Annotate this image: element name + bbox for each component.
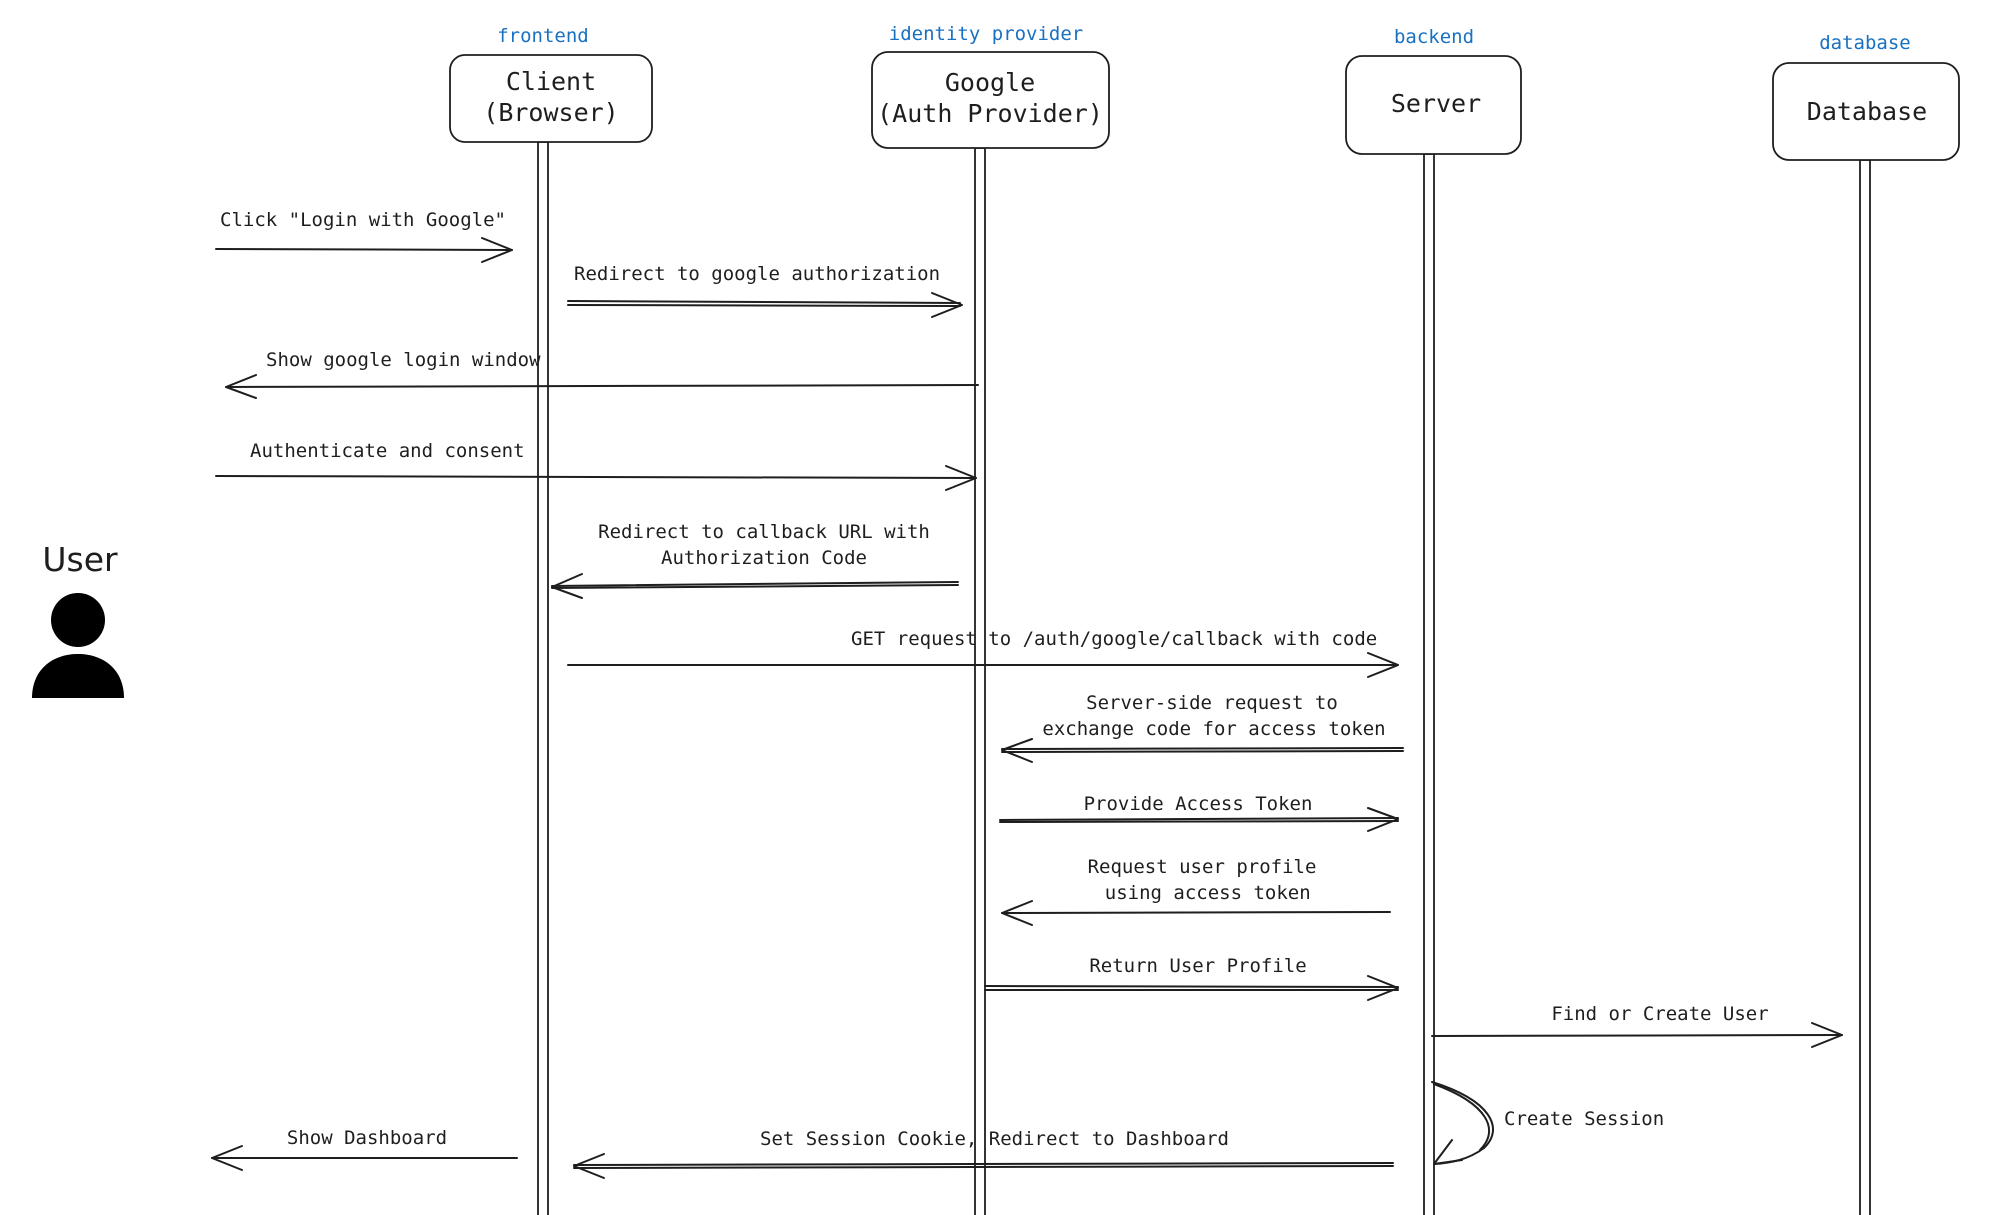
message-label: Server-side request to <box>1086 692 1338 714</box>
message-label: Authorization Code <box>661 547 867 569</box>
message-label: using access token <box>1093 882 1310 904</box>
message-label: Redirect to callback URL with <box>598 521 930 543</box>
message-label: Find or Create User <box>1551 1003 1768 1025</box>
message-label: GET request to /auth/google/callback wit… <box>851 628 1377 650</box>
message-label: Show google login window <box>266 349 541 371</box>
lifeline-server <box>1423 153 1435 1215</box>
participant-box-database <box>1772 62 1960 161</box>
message-label: Provide Access Token <box>1084 793 1313 815</box>
actor-label: User <box>42 540 118 579</box>
user-icon <box>32 593 124 698</box>
participant-role-label: backend <box>1394 26 1474 48</box>
message-label: Show Dashboard <box>287 1127 447 1149</box>
message-provide-access-token: Provide Access Token <box>999 793 1399 832</box>
participant-google: identity provider Google (Auth Provider) <box>871 23 1110 1215</box>
lifeline-database <box>1859 159 1871 1215</box>
participant-database: database Database <box>1772 32 1960 1215</box>
message-label: Redirect to google authorization <box>574 263 940 285</box>
participant-role-label: database <box>1819 32 1911 54</box>
message-set-session-cookie: Set Session Cookie, Redirect to Dashboar… <box>573 1128 1394 1179</box>
message-show-login-window: Show google login window <box>225 349 979 399</box>
participant-title: (Auth Provider) <box>877 99 1103 128</box>
message-exchange-code: Server-side request to exchange code for… <box>1001 692 1404 763</box>
participant-role-label: frontend <box>497 25 589 47</box>
message-authenticate-consent: Authenticate and consent <box>215 440 977 491</box>
message-show-dashboard: Show Dashboard <box>211 1127 518 1171</box>
lifeline-google <box>974 147 986 1215</box>
participant-title: Server <box>1391 89 1481 118</box>
message-label: Create Session <box>1504 1108 1664 1130</box>
participant-title: Google <box>945 68 1035 97</box>
participant-title: Database <box>1807 97 1927 126</box>
message-label: Return User Profile <box>1089 955 1306 977</box>
participant-box-client <box>449 54 653 143</box>
message-label: Set Session Cookie, Redirect to Dashboar… <box>760 1128 1229 1150</box>
participant-client: frontend Client (Browser) <box>449 25 653 1215</box>
participant-box-google <box>871 51 1110 149</box>
message-redirect-google-auth: Redirect to google authorization <box>567 263 963 318</box>
participant-box-server <box>1345 55 1522 155</box>
message-request-user-profile: Request user profile using access token <box>1001 856 1391 926</box>
message-label: Authenticate and consent <box>250 440 525 462</box>
message-get-callback: GET request to /auth/google/callback wit… <box>567 628 1399 678</box>
lifeline-client <box>537 141 549 1215</box>
message-label: exchange code for access token <box>1042 718 1385 740</box>
message-click-login: Click "Login with Google" <box>215 209 513 263</box>
message-label: Click "Login with Google" <box>220 209 506 231</box>
user-actor: User <box>32 540 124 698</box>
message-redirect-callback: Redirect to callback URL with Authorizat… <box>551 521 959 599</box>
participant-server: backend Server <box>1345 26 1522 1215</box>
message-create-session: Create Session <box>1431 1081 1664 1165</box>
participant-role-label: identity provider <box>889 23 1083 45</box>
message-find-or-create-user: Find or Create User <box>1431 1003 1843 1048</box>
message-return-user-profile: Return User Profile <box>984 955 1399 1001</box>
participant-title: (Browser) <box>483 98 618 127</box>
participant-title: Client <box>506 67 596 96</box>
message-label: Request user profile <box>1088 856 1317 878</box>
